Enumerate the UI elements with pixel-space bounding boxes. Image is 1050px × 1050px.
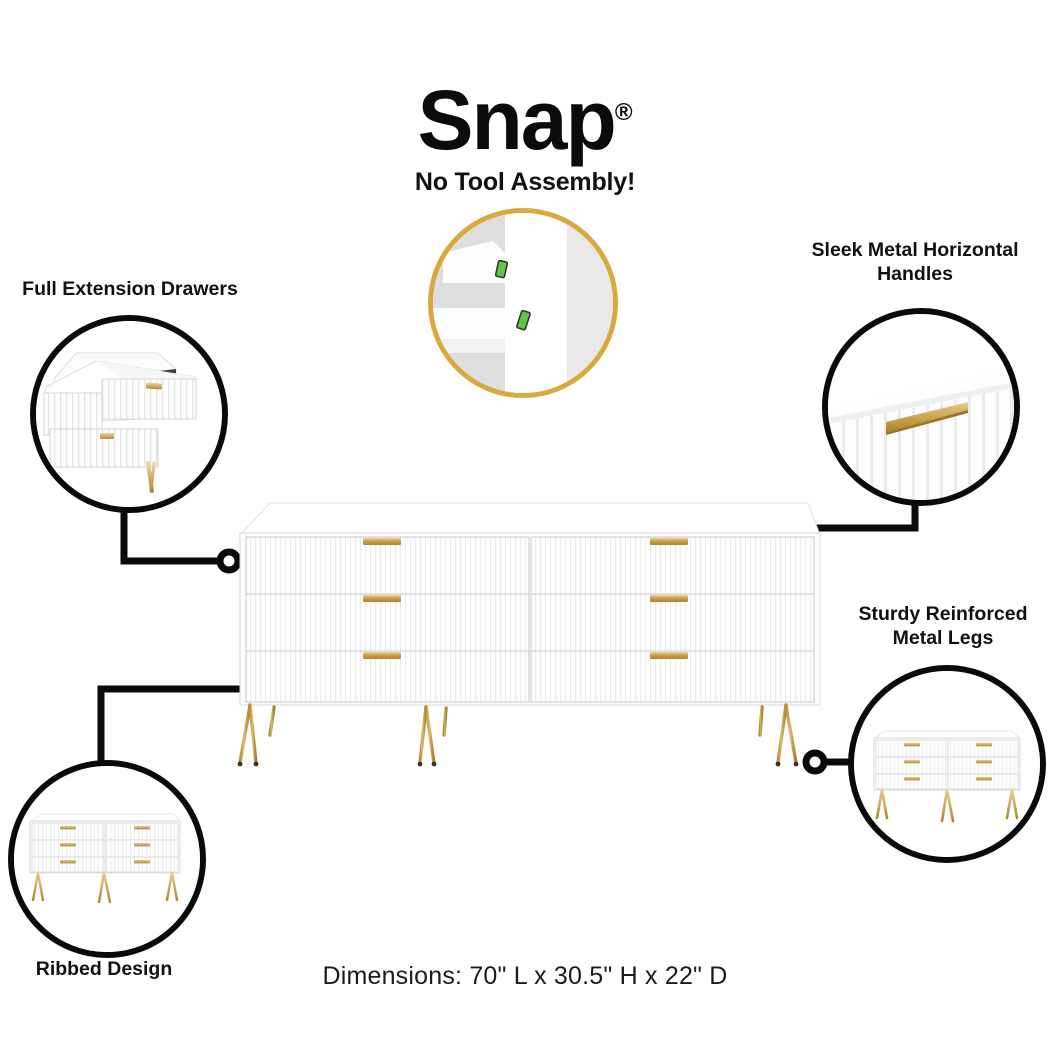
callout-bubble-sleek-metal-handles <box>822 308 1020 506</box>
page-title: Snap® <box>0 78 1050 162</box>
snap-connector-closeup-illustration <box>433 213 613 393</box>
callout-label-full-extension-drawers: Full Extension Drawers <box>22 278 238 300</box>
callout-label-legs-line1: Sturdy Reinforced <box>858 603 1028 625</box>
tagline: No Tool Assembly! <box>414 168 636 196</box>
product-image-main-dresser <box>230 495 830 775</box>
open-drawer-closeup-illustration <box>36 321 222 507</box>
callout-bubble-metal-legs <box>848 665 1046 863</box>
callout-bubble-full-extension-drawers <box>30 315 228 513</box>
brand-name: Snap <box>417 73 616 167</box>
metal-legs-thumbnail-illustration <box>854 671 1040 857</box>
callout-label-ribbed-design: Ribbed Design <box>35 958 173 980</box>
callout-bubble-snap-connector <box>428 208 618 398</box>
callout-bubble-ribbed-design <box>8 760 206 958</box>
gold-handle-closeup-illustration <box>828 314 1014 500</box>
callout-label-sleek-metal-handles: Sleek Metal Horizontal Handles <box>790 238 1040 287</box>
callout-label-metal-legs: Sturdy Reinforced Metal Legs <box>838 602 1048 651</box>
callout-label-handles-line2: Handles <box>877 263 953 286</box>
dresser-illustration <box>237 502 821 767</box>
full-dresser-thumbnail-illustration <box>14 766 200 952</box>
product-dimensions-text: Dimensions: 70" L x 30.5" H x 22" D <box>322 962 728 990</box>
callout-label-handles-line1: Sleek Metal Horizontal <box>811 239 1019 261</box>
callout-label-legs-line2: Metal Legs <box>892 627 994 650</box>
registered-trademark-icon: ® <box>614 99 633 126</box>
